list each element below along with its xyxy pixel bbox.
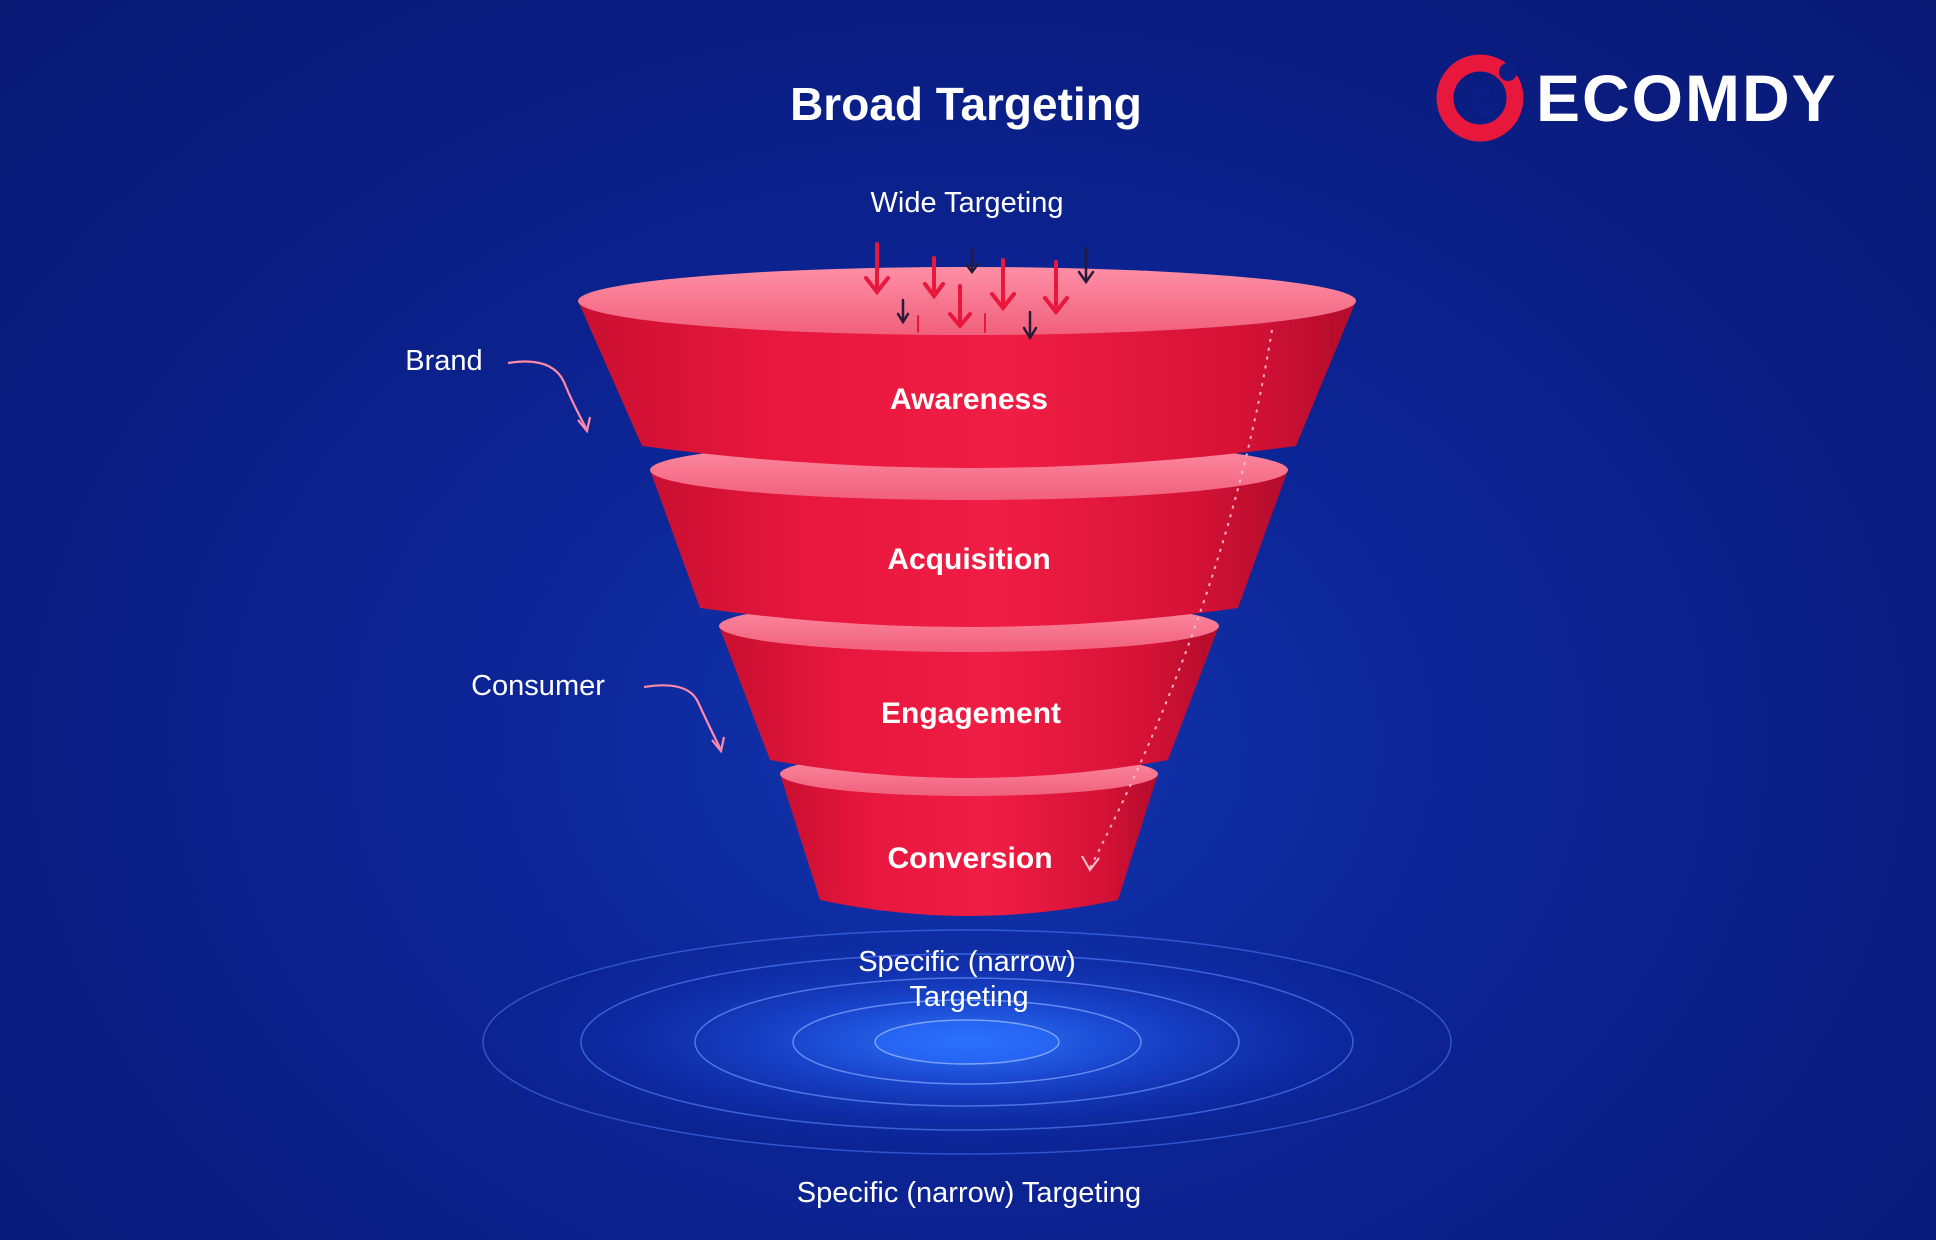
footer-label: Specific (narrow) Targeting [797, 1177, 1141, 1209]
dotted-flow-arrowhead [1081, 855, 1100, 872]
target-label-line2: Targeting [909, 981, 1028, 1013]
funnel-layer-awareness [578, 267, 1356, 468]
funnel-layer-acquisition [650, 440, 1288, 627]
dotted-flow-path [1089, 329, 1273, 869]
consumer-arrowhead [711, 736, 726, 754]
target-ring-outer [482, 929, 1452, 1155]
ecomdy-logo-text: ECOMDY [1536, 61, 1838, 135]
diagram-title: Broad Targeting [790, 78, 1142, 130]
consumer-label: Consumer [471, 670, 605, 702]
wide-targeting-label: Wide Targeting [871, 187, 1064, 219]
ecomdy-logo-icon [1436, 54, 1524, 142]
target-ring-center [874, 1019, 1060, 1065]
stage-label-engagement: Engagement [881, 697, 1061, 730]
stage-label-awareness: Awareness [890, 383, 1048, 416]
stage-label-conversion: Conversion [887, 842, 1052, 875]
brand-arrowhead [577, 416, 592, 434]
brand-arrow [507, 360, 587, 429]
stage-label-acquisition: Acquisition [887, 543, 1050, 576]
target-ring-4 [580, 953, 1354, 1131]
incoming-arrows [864, 242, 1095, 341]
target-label-line1: Specific (narrow) [858, 946, 1076, 978]
target-ring-2 [792, 999, 1142, 1085]
target-ring-3 [694, 977, 1240, 1107]
brand-label: Brand [405, 345, 482, 377]
target-rings [482, 929, 1452, 1155]
consumer-arrow [643, 684, 721, 749]
